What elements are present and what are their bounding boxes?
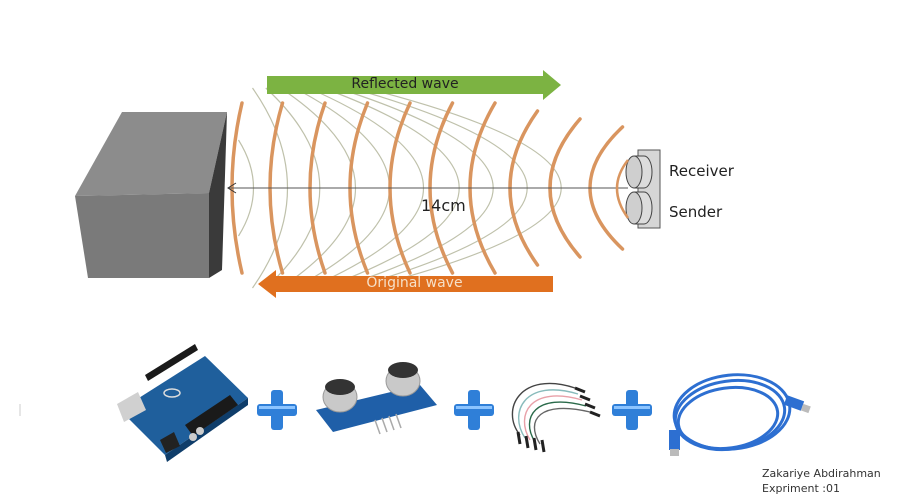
author-name: Zakariye Abdirahman xyxy=(762,467,881,480)
usb-cable-image xyxy=(669,373,811,456)
credit-block: Zakariye Abdirahman Expriment :01 xyxy=(762,466,881,496)
reflected-wave-label: Reflected wave xyxy=(351,76,459,92)
plus-icon xyxy=(257,390,297,430)
plus-icons xyxy=(257,390,652,430)
object-box xyxy=(75,112,227,278)
plus-icon xyxy=(454,390,494,430)
distance-label: 14cm xyxy=(421,196,466,215)
experiment-label: Expriment :01 xyxy=(762,482,840,495)
reflected-wave-arrow xyxy=(267,70,561,100)
jumper-wires-image xyxy=(511,382,601,453)
sensor-icon xyxy=(615,149,661,229)
arduino-board-image xyxy=(117,344,248,462)
receiver-label: Receiver xyxy=(669,162,734,180)
sender-label: Sender xyxy=(669,203,723,221)
plus-icon xyxy=(612,390,652,430)
ultrasonic-sensor-image xyxy=(316,362,437,435)
original-wave-label: Original wave xyxy=(366,275,463,291)
distance-arrowhead-icon xyxy=(227,182,237,194)
original-wave-arrow xyxy=(258,270,553,298)
